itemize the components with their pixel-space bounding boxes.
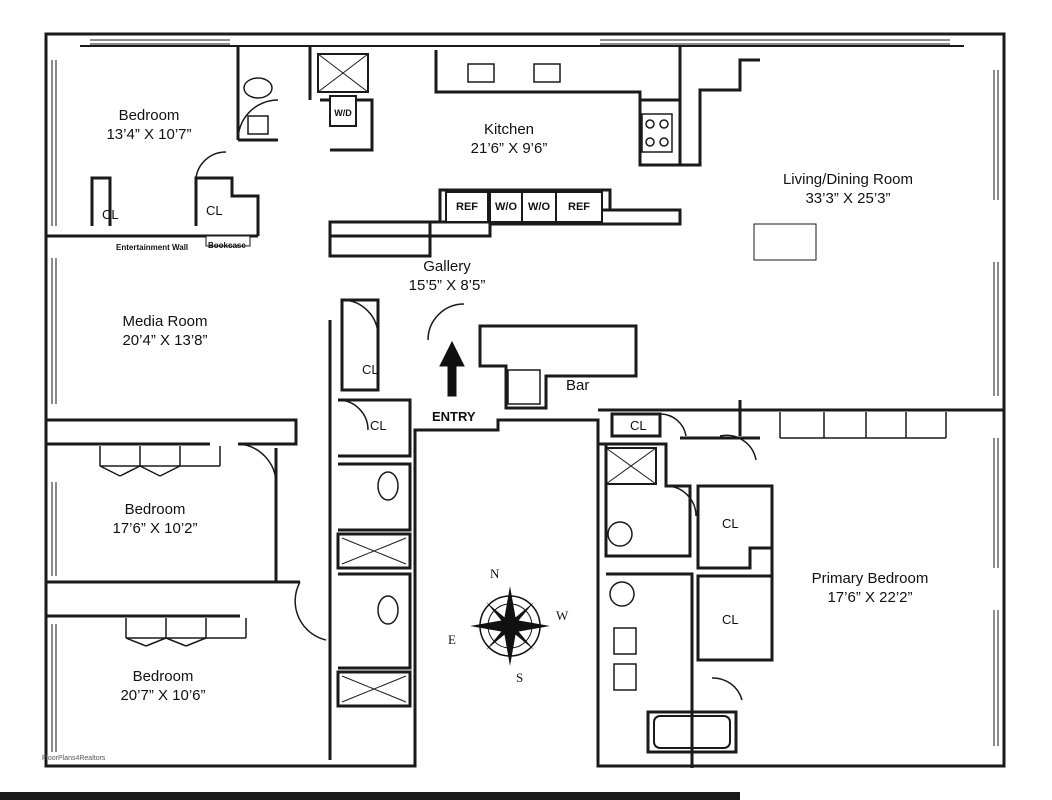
wall-media-bedroom xyxy=(46,418,298,446)
toilet-icon xyxy=(609,581,635,607)
compass-north-label: N xyxy=(490,566,500,581)
wall-bedroom-mid xyxy=(46,448,300,618)
closet-label: CL xyxy=(722,612,739,627)
entry-arrow xyxy=(439,340,465,397)
washer-dryer-label: W/D xyxy=(334,108,352,118)
primary-shower xyxy=(605,447,657,485)
compass-east-label: E xyxy=(448,632,456,647)
refrigerator-label: REF xyxy=(568,201,590,213)
room-label-kitchen: Kitchen 21’6” X 9’6” xyxy=(434,120,584,158)
room-size: 20’7” X 10’6” xyxy=(120,687,206,704)
toilet-icon xyxy=(607,521,633,547)
bar-label: Bar xyxy=(566,377,590,394)
room-label-primary-bedroom: Primary Bedroom 17’6” X 22’2” xyxy=(792,569,948,607)
room-label-bedroom-bottom: Bedroom 20’7” X 10’6” xyxy=(100,667,226,705)
room-label-bedroom-middle: Bedroom 17’6” X 10’2” xyxy=(92,500,218,538)
wall-living-primary xyxy=(598,400,1004,440)
room-name: Media Room xyxy=(122,313,208,330)
shower-marks xyxy=(317,53,657,703)
appliances xyxy=(205,95,603,247)
room-name: Bedroom xyxy=(118,107,180,124)
toilet-icon xyxy=(377,595,399,625)
room-size: 17’6” X 10’2” xyxy=(112,520,198,537)
room-size: 15’5” X 8’5” xyxy=(408,277,486,294)
bookcase-label: Bookcase xyxy=(208,241,246,250)
credit-text: FloorPlans4Realtors xyxy=(42,755,106,762)
room-label-living-dining: Living/Dining Room 33’3” X 25’3” xyxy=(760,170,936,208)
kitchen-counter xyxy=(328,188,682,238)
room-size: 17’6” X 22’2” xyxy=(827,589,913,606)
kitchen-top-counter xyxy=(434,50,682,167)
top-shower xyxy=(317,53,369,93)
closet-label: CL xyxy=(722,516,739,531)
closet-label: CL xyxy=(362,362,379,377)
kitchen-wall-right xyxy=(678,46,760,167)
windows xyxy=(51,39,999,752)
primary-bath xyxy=(598,442,738,768)
walls xyxy=(44,32,1006,768)
room-name: Bedroom xyxy=(124,501,186,518)
wall-oven-label: W/O xyxy=(495,201,517,213)
room-size: 21’6” X 9’6” xyxy=(470,140,548,157)
room-name: Gallery xyxy=(423,258,471,275)
room-name: Kitchen xyxy=(483,121,535,138)
top-bath xyxy=(236,46,374,152)
door-swings xyxy=(195,99,757,701)
room-size: 33’3” X 25’3” xyxy=(805,190,891,207)
closet-label: CL xyxy=(630,418,647,433)
compass-south-label: S xyxy=(516,670,524,685)
primary-tub xyxy=(653,715,731,749)
toilet-icon xyxy=(377,471,399,501)
bottom-bar xyxy=(0,792,740,800)
refrigerator-label: REF xyxy=(456,201,478,213)
primary-closets xyxy=(696,484,774,662)
room-size: 20’4” X 13’8” xyxy=(122,332,208,349)
room-label-bedroom-top: Bedroom 13’4” X 10’7” xyxy=(86,106,212,144)
built-ins xyxy=(99,412,947,647)
top-closets xyxy=(90,176,260,236)
room-name: Primary Bedroom xyxy=(811,570,929,587)
outer-wall xyxy=(44,32,1006,768)
room-name: Bedroom xyxy=(132,668,194,685)
closet-label: CL xyxy=(370,418,387,433)
room-name: Living/Dining Room xyxy=(782,171,914,188)
entry-label: ENTRY xyxy=(432,409,476,424)
plumbing-fixtures xyxy=(243,63,817,691)
toilet-icon xyxy=(243,77,273,99)
compass-west-label: W xyxy=(556,608,569,623)
wall-oven-label: W/O xyxy=(528,201,550,213)
closet-label: CL xyxy=(206,203,223,218)
room-label-gallery: Gallery 15’5” X 8’5” xyxy=(384,257,510,295)
compass-icon xyxy=(470,586,550,666)
closet-label: CL xyxy=(102,207,119,222)
room-size: 13’4” X 10’7” xyxy=(106,126,192,143)
entertainment-wall-label: Entertainment Wall xyxy=(116,243,189,252)
corridor-left xyxy=(328,298,412,760)
room-label-media-room: Media Room 20’4” X 13’8” xyxy=(92,312,238,350)
bar-counter xyxy=(478,324,638,410)
